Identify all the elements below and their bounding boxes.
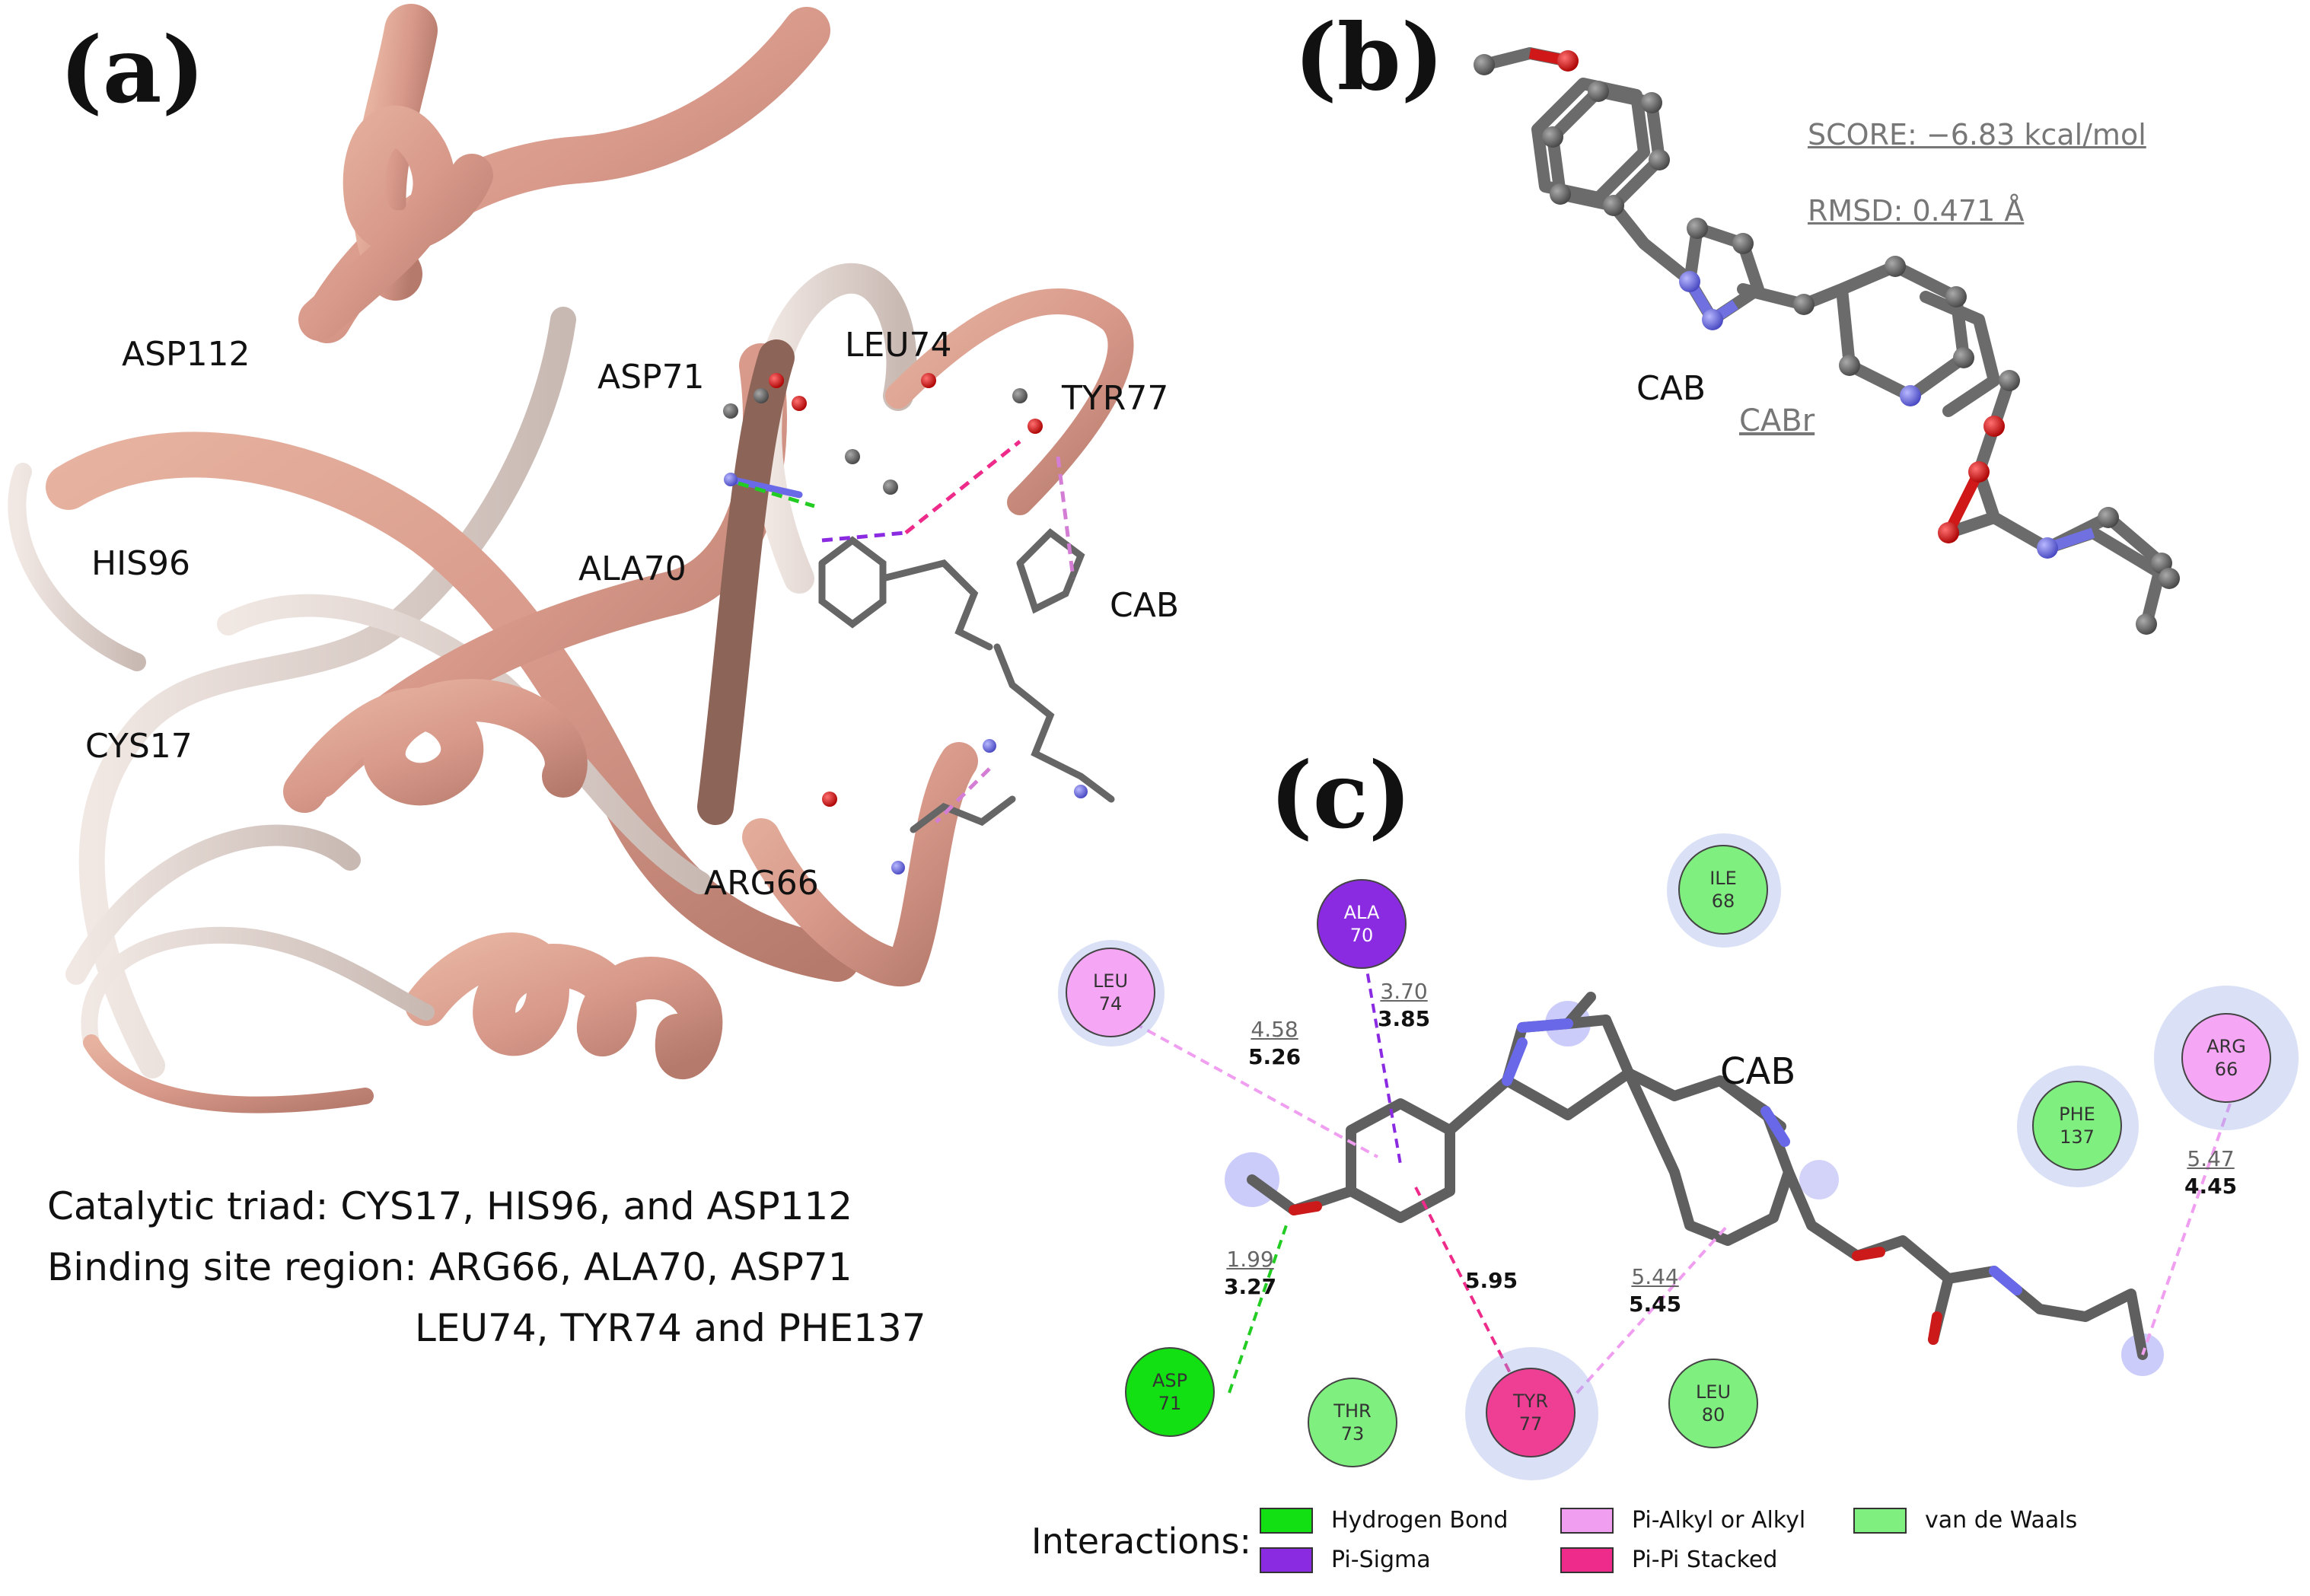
caption-line-2: Binding site region: ARG66, ALA70, ASP71 [47,1245,852,1289]
caption-line-1: Catalytic triad: CYS17, HIS96, and ASP11… [47,1184,853,1228]
legend-swatch-vdw [1853,1507,1907,1534]
legend-swatch-pi-pi [1560,1547,1614,1573]
residue-label-leu74: LEU74 [845,326,952,365]
ligand-2d-halos [1225,1001,2164,1376]
legend-title: Interactions: [1031,1521,1252,1562]
panel-label-a: (a) [59,17,206,124]
caption-line-3: LEU74, TYR74 and PHE137 [415,1306,926,1350]
residue-label-his96: HIS96 [91,544,190,583]
residue-label-tyr77: TYR77 [1062,379,1169,418]
ligand-label-cabr: CABr [1739,403,1815,438]
interactions-legend: Interactions: Hydrogen Bond Pi-Sigma Pi-… [1031,1507,2173,1591]
legend-item-pi-sigma: Pi-Sigma [1260,1547,1431,1573]
legend-item-pi-pi: Pi-Pi Stacked [1560,1547,1777,1573]
ligand-label-cab-a: CAB [1110,586,1180,625]
legend-swatch-pi-sigma [1260,1547,1313,1573]
residue-label-asp112: ASP112 [122,335,250,374]
rmsd-value: RMSD: 0.471 Å [1808,194,2025,228]
protein-ribbon-structure [8,4,1134,1113]
legend-swatch-hbond [1260,1507,1313,1534]
panel-label-c: (c) [1270,742,1412,849]
ligand-2d-structure [1247,992,2148,1360]
panel-label-b: (b) [1294,4,1445,111]
binding-site-interaction-lines [738,440,1075,823]
ligand-label-cab-c: CAB [1720,1050,1796,1093]
residue-label-asp71: ASP71 [597,358,705,397]
docking-score: SCORE: −6.83 kcal/mol [1808,118,2146,151]
ligand-label-cab-b: CAB [1636,369,1706,408]
interaction-dashed-lines [1107,943,2232,1417]
ligand-2d-heteroatoms [1289,1018,2022,1345]
legend-item-pi-alkyl: Pi-Alkyl or Alkyl [1560,1507,1805,1534]
ligand-overlay-atoms [1474,50,2180,635]
distance-tyr77-pi: 5.95 [1465,1268,1518,1293]
residue-label-ala70: ALA70 [578,550,687,588]
residue-label-arg66: ARG66 [704,864,819,903]
binding-site-ligand-sticks [727,476,1115,833]
residue-label-cys17: CYS17 [85,727,193,766]
legend-swatch-pi-alkyl [1560,1507,1614,1534]
legend-item-vdw: van de Waals [1853,1507,2077,1534]
binding-site-atoms [723,373,1088,874]
legend-item-hbond: Hydrogen Bond [1260,1507,1508,1534]
